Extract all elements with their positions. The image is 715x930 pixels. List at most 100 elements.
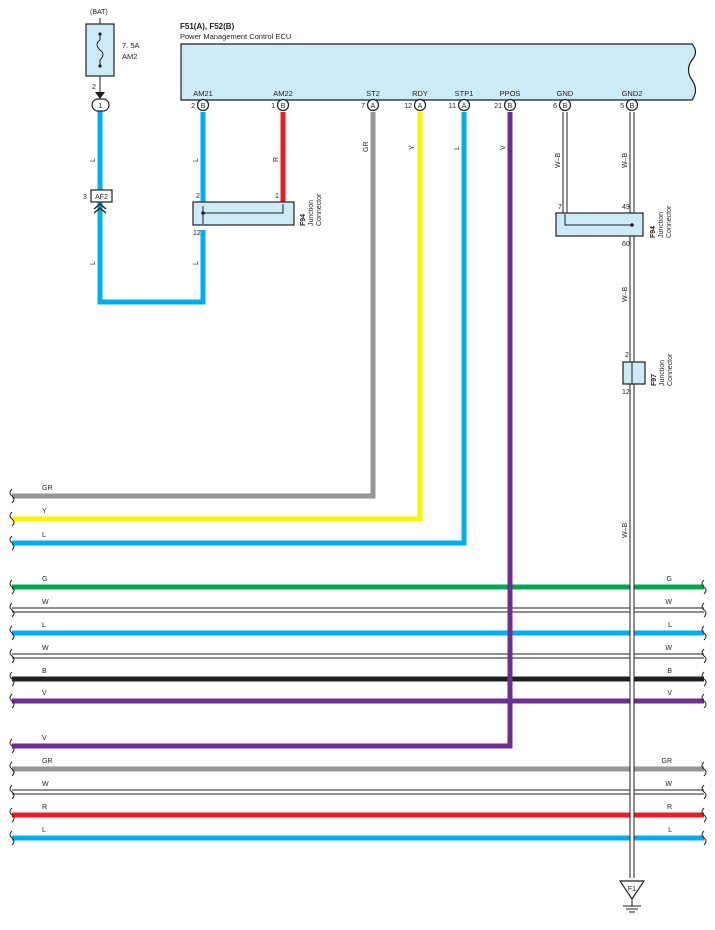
terminal-circle	[625, 98, 639, 112]
bus-label-left: B	[42, 668, 47, 675]
js-pin-bottom: 12	[622, 389, 630, 396]
terminal-pin: 2	[191, 103, 195, 110]
bus-label-right: GR	[662, 758, 673, 765]
bus-row-gr-top: GR	[9, 485, 53, 504]
wire-break-right-icon	[701, 602, 707, 618]
terminal-name: GND2	[622, 89, 643, 98]
bus-label-left: W	[42, 645, 49, 652]
fuse-node: 1	[91, 98, 110, 112]
bus-label-left: V	[42, 690, 47, 697]
terminal-name: AM22	[273, 89, 293, 98]
jr-title-1: Junction	[658, 212, 665, 238]
wire-break-left-icon	[9, 579, 15, 595]
jl-pin-top-left: 2	[196, 193, 200, 200]
wire-stp1-l	[12, 112, 467, 546]
bus-label-left: L	[42, 827, 46, 834]
wire-break-right-icon	[701, 579, 707, 595]
terminal-pin: 5	[620, 103, 624, 110]
bus-label-left: L	[42, 532, 46, 539]
jr-pin-top-right: 49	[622, 204, 630, 211]
label-am21-1: L	[193, 158, 200, 162]
wire-break-right-icon	[701, 671, 707, 687]
label-am21-2: L	[193, 261, 200, 265]
label-gnd2-after-f97: W–B	[622, 523, 629, 539]
terminal-connector-letter: B	[563, 103, 568, 110]
wire-break-left-icon	[9, 807, 15, 823]
terminal-circle	[366, 98, 380, 112]
fuse-rating: 7. 5A	[122, 41, 140, 50]
jr-title-2: Connector	[666, 205, 673, 238]
ecu-name: Power Management Control ECU	[180, 32, 291, 41]
ecu-body	[180, 43, 697, 101]
bus-label-right: W	[665, 599, 672, 606]
wire-break-left-icon	[9, 511, 15, 527]
terminal-circle	[276, 98, 290, 112]
junction-connector-f97: 2 12 F97 Junction Connector	[622, 352, 674, 396]
inline-connector-af2: AF2 3	[83, 189, 113, 214]
terminal-pin: 1	[271, 103, 275, 110]
wire-break-left-icon	[9, 761, 15, 777]
bus-label-right: W	[665, 645, 672, 652]
js-title-1: Junction	[659, 360, 666, 386]
terminal-name: AM21	[193, 89, 213, 98]
terminal-name: STP1	[455, 89, 474, 98]
jr-code: F94	[650, 226, 657, 238]
terminal-pin: 11	[449, 103, 456, 110]
label-st2: GR	[363, 142, 370, 153]
wire-break-left-icon	[9, 488, 15, 504]
label-gnd: W–B	[555, 153, 562, 169]
wire-rdy-y	[12, 112, 423, 522]
terminal-pin: 7	[361, 103, 365, 110]
terminal-connector-letter: B	[281, 103, 286, 110]
bus-label-right: R	[667, 804, 672, 811]
terminal-circle	[196, 98, 210, 112]
power-management-ecu: F51(A), F52(B) Power Management Control …	[180, 22, 697, 101]
jl-pin-bottom: 12	[193, 230, 201, 237]
fuse-name: AM2	[122, 52, 137, 61]
bus-row-y-top: Y	[9, 508, 47, 527]
battery-label: (BAT)	[90, 9, 108, 16]
label-rdy: Y	[409, 145, 416, 150]
terminal-pin: 6	[553, 103, 557, 110]
wire-st2-gr	[12, 112, 376, 499]
label-fuse-l-1: L	[90, 158, 97, 162]
ecu-code: F51(A), F52(B)	[180, 22, 235, 31]
wire-break-left-icon	[9, 784, 15, 800]
bus-label-left: W	[42, 599, 49, 606]
junction-connector-f94-left: 2 1 12 F94 Junction Connector	[192, 193, 323, 237]
terminal-name: RDY	[412, 89, 428, 98]
af2-pin: 3	[83, 194, 87, 201]
wire-break-left-icon	[9, 625, 15, 641]
wire-break-right-icon	[701, 693, 707, 709]
wire-break-left-icon	[9, 535, 15, 551]
terminal-pin: 12	[404, 103, 412, 110]
bus-row-l-top: L	[9, 532, 46, 551]
terminal-connector-letter: A	[462, 103, 467, 110]
fuse-terminal-icon	[95, 92, 105, 99]
wire-break-left-icon	[9, 671, 15, 687]
wire-break-right-icon	[701, 807, 707, 823]
wire-ppos-v	[12, 112, 513, 749]
wire-break-left-icon	[9, 648, 15, 664]
label-stp1: L	[454, 146, 461, 150]
jr-pin-top-left: 7	[558, 204, 562, 211]
wire-break-left-icon	[9, 602, 15, 618]
junction-connector-f94-right: 7 49 60 F94 Junction Connector	[555, 204, 673, 248]
label-gnd2: W–B	[622, 153, 629, 169]
bus-label-right: G	[667, 576, 672, 583]
bus-label-left: Y	[42, 508, 47, 515]
terminal-circle	[413, 98, 427, 112]
wires	[12, 110, 467, 546]
